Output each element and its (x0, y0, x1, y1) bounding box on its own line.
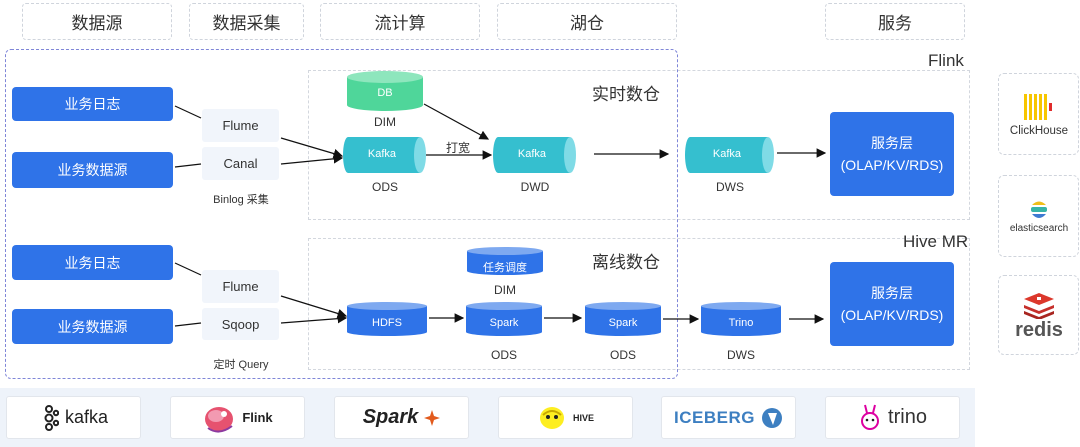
hive-icon (539, 406, 564, 429)
rt-dwd-cylinder (493, 137, 576, 173)
off-trino-cylinder (701, 302, 781, 336)
off-scheduler-cylinder (467, 247, 543, 275)
flink-logo: Flink (170, 396, 305, 439)
kafka-name: kafka (64, 407, 109, 427)
off-source-biz-log: 业务日志 (12, 245, 173, 280)
off-hdfs-label: HDFS (372, 317, 402, 329)
rt-service-sub: (OLAP/KV/RDS) (840, 157, 944, 173)
elasticsearch-icon (1031, 201, 1047, 218)
rt-tool-canal: Canal (202, 147, 279, 180)
off-trino-label: DWS (727, 348, 755, 362)
elasticsearch-name: elasticsearch (1009, 223, 1069, 234)
iceberg-icon (761, 407, 782, 428)
rt-dwd-label: DWD (520, 180, 550, 194)
header-service: 服务 (825, 3, 965, 40)
flink-zone (308, 70, 970, 220)
off-trino-cyl-label: Trino (728, 317, 754, 329)
redis-name: redis (1015, 319, 1063, 341)
off-dim-label: DIM (494, 283, 516, 297)
clickhouse-icon (1024, 94, 1052, 120)
trino-icon (861, 404, 880, 430)
header-data-source: 数据源 (22, 3, 172, 40)
off-service-layer: 服务层 (OLAP/KV/RDS) (830, 262, 954, 346)
rt-ods-cylinder (343, 137, 426, 173)
off-tool-sqoop: Sqoop (202, 308, 279, 340)
rt-service-layer: 服务层 (OLAP/KV/RDS) (830, 112, 954, 196)
hive-name: HIVE (572, 412, 594, 423)
rt-warehouse-title: 实时数仓 (592, 85, 660, 104)
rt-dwd-cyl-label: Kafka (517, 148, 547, 160)
flink-name: Flink (242, 410, 273, 425)
spark-logo: Spark (334, 396, 469, 439)
rt-edge-widen-label: 打宽 (445, 141, 470, 155)
rt-dws-label: DWS (716, 180, 744, 194)
kafka-logo: kafka (6, 396, 141, 439)
off-hdfs-cylinder (347, 302, 427, 336)
rt-source-biz-data: 业务数据源 (12, 152, 173, 188)
spark-icon (424, 409, 441, 426)
hive-logo: HIVE (498, 396, 633, 439)
off-spark2-cylinder (585, 302, 661, 336)
kafka-icon (44, 404, 59, 431)
elasticsearch-card: elasticsearch (998, 175, 1079, 257)
rt-dim-label: DIM (374, 115, 396, 129)
rt-dws-cylinder (685, 137, 774, 173)
header-data-collection: 数据采集 (189, 3, 304, 40)
flink-engine-label: Flink (928, 51, 964, 70)
rt-collect-caption: Binlog 采集 (213, 194, 269, 206)
trino-name: trino (888, 406, 927, 428)
rt-source-biz-log: 业务日志 (12, 87, 173, 121)
redis-icon (1024, 293, 1054, 319)
off-source-biz-data: 业务数据源 (12, 309, 173, 344)
spark-name: Spark (362, 406, 419, 428)
off-spark2-cyl-label: Spark (608, 317, 638, 329)
off-warehouse-title: 离线数仓 (592, 253, 660, 272)
rt-db-cylinder (347, 71, 423, 111)
rt-dws-cyl-label: Kafka (712, 148, 742, 160)
rt-service-title: 服务层 (871, 135, 913, 151)
rt-ods-label: ODS (371, 180, 398, 194)
off-service-sub: (OLAP/KV/RDS) (840, 307, 944, 323)
header-stream-compute: 流计算 (320, 3, 480, 40)
clickhouse-card: ClickHouse (998, 73, 1079, 155)
flink-icon (205, 406, 234, 432)
off-tool-flume: Flume (202, 270, 279, 303)
off-spark1-cyl-label: Spark (489, 317, 519, 329)
trino-logo: trino (825, 396, 960, 439)
header-lakehouse: 湖仓 (497, 3, 677, 40)
rt-db-label: DB (377, 87, 393, 99)
clickhouse-name: ClickHouse (1009, 125, 1069, 137)
source-collection-frame (5, 49, 678, 379)
iceberg-logo: ICEBERG (661, 396, 796, 439)
rt-tool-flume: Flume (202, 109, 279, 142)
off-spark1-label: ODS (490, 348, 517, 362)
tech-logo-bar (0, 388, 975, 447)
off-spark2-label: ODS (609, 348, 636, 362)
off-scheduler-label: 任务调度 (483, 262, 527, 274)
iceberg-name: ICEBERG (674, 407, 755, 427)
hive-engine-label: Hive MR (903, 232, 969, 251)
rt-ods-cyl-label: Kafka (367, 148, 397, 160)
off-collect-caption: 定时 Query (213, 359, 269, 371)
off-service-title: 服务层 (871, 285, 913, 301)
redis-card: redis (998, 275, 1079, 355)
off-spark1-cylinder (466, 302, 542, 336)
